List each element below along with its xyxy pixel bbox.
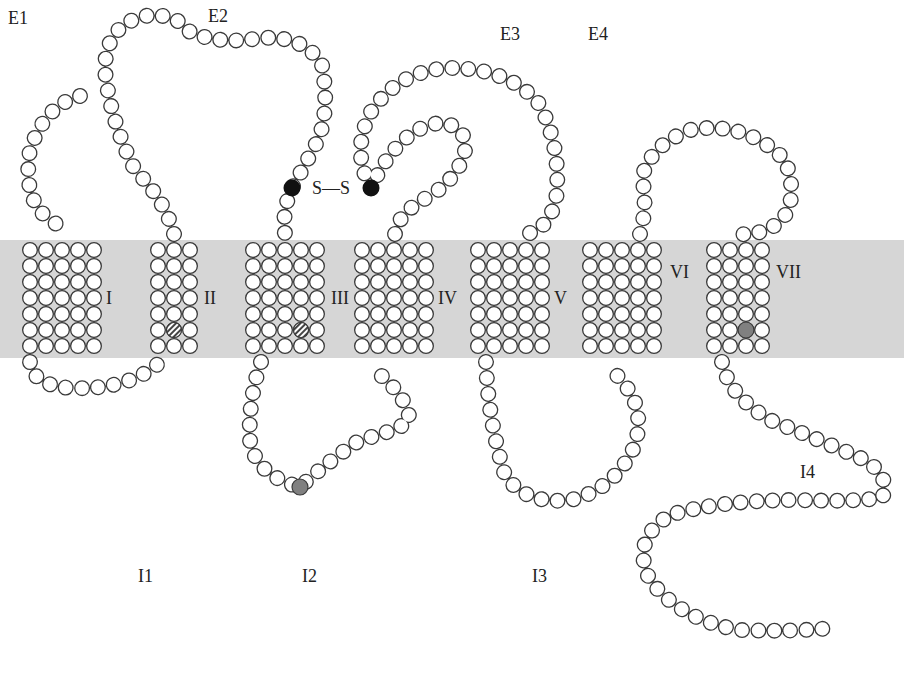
helix-number: II bbox=[204, 288, 216, 308]
loop-label: E4 bbox=[588, 24, 608, 44]
cysteine-residue bbox=[284, 180, 301, 197]
residue-outline bbox=[28, 15, 884, 630]
loop-label: I4 bbox=[800, 462, 815, 482]
cysteine-residue bbox=[363, 180, 380, 197]
loop-label: E3 bbox=[500, 24, 520, 44]
helix-number: V bbox=[554, 288, 567, 308]
loop-label: E2 bbox=[208, 6, 228, 26]
loop-label: I3 bbox=[532, 566, 547, 586]
grey-residue bbox=[292, 479, 308, 495]
helix-number: VII bbox=[776, 262, 801, 282]
loop-label: E1 bbox=[8, 8, 28, 28]
residue-fill bbox=[28, 15, 884, 630]
hatched-residue bbox=[294, 323, 309, 338]
helix-number: I bbox=[106, 288, 112, 308]
grey-residue bbox=[738, 322, 754, 338]
loop-label: I1 bbox=[138, 566, 153, 586]
helix-number: VI bbox=[670, 262, 689, 282]
loop-label: I2 bbox=[302, 566, 317, 586]
helix-number: IV bbox=[438, 288, 457, 308]
hatched-residue bbox=[167, 323, 182, 338]
helix-number: III bbox=[331, 288, 349, 308]
disulfide-label: S—S bbox=[312, 178, 350, 198]
